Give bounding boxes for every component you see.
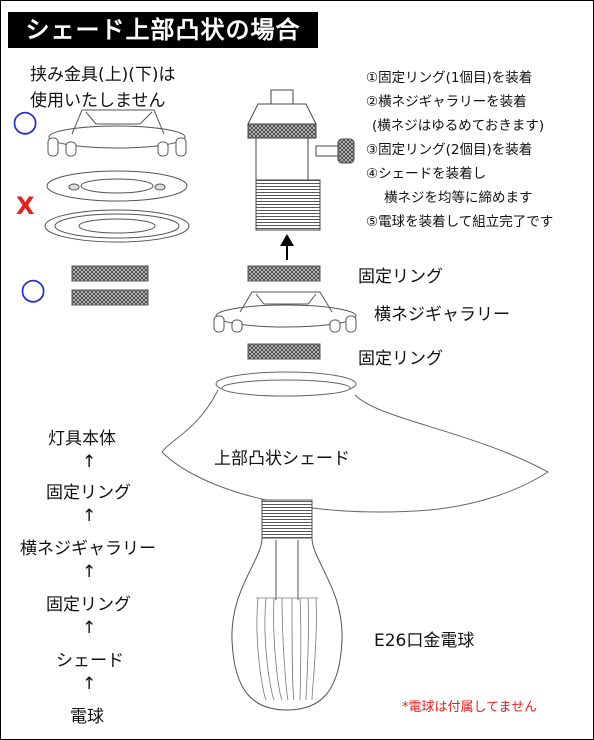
flow-arrow: ↑: [82, 674, 97, 694]
ng-mark-rings: X: [16, 192, 35, 220]
fixing-ring-bottom-part: [247, 343, 321, 360]
label-bulb: E26口金電球: [374, 631, 475, 651]
ok-mark-fixing-rings: ○: [20, 272, 47, 307]
flow-item-shade: シェード: [56, 651, 124, 671]
flow-item-bulb: 電球: [70, 707, 104, 727]
step-4-note: 横ネジを均等に締めます: [384, 190, 533, 206]
unused-clamp-ring-upper: [46, 170, 188, 202]
up-arrow: [280, 234, 294, 260]
flow-item-gallery: 横ネジギャラリー: [20, 539, 156, 559]
step-4: ④シェードを装着し: [366, 166, 487, 182]
unused-ring-sample-2: [71, 289, 149, 306]
label-gallery: 横ネジギャラリー: [374, 305, 510, 325]
diagram-title: シェード上部凸状の場合: [25, 16, 301, 44]
step-1: ①固定リング(1個目)を装着: [366, 70, 533, 86]
step-2-note: (横ネジはゆるめておきます): [372, 118, 545, 134]
flow-item-ring-2: 固定リング: [46, 595, 131, 615]
title-background: [8, 12, 318, 48]
step-3: ③固定リング(2個目)を装着: [366, 142, 533, 158]
clamp-note-line-1: 挟み金具(上)(下)は: [30, 65, 176, 85]
flow-arrow: ↑: [82, 562, 97, 582]
flow-arrow: ↑: [82, 506, 97, 526]
ok-mark-clamp: ○: [12, 104, 39, 139]
flow-item-body: 灯具本体: [48, 429, 116, 449]
bulb-part: [231, 499, 343, 711]
unused-clamp-gallery: [47, 109, 187, 157]
step-2: ②横ネジギャラリーを装着: [366, 94, 527, 110]
unused-clamp-ring-lower: [44, 209, 190, 243]
clamp-note-line-2: 使用いたしません: [30, 91, 166, 111]
flow-arrow: ↑: [82, 618, 97, 638]
fixing-ring-top-part: [247, 265, 321, 282]
step-5: ⑤電球を装着して組立完了です: [366, 214, 554, 230]
flow-item-ring-1: 固定リング: [46, 483, 131, 503]
bulb-not-included-note: *電球は付属してません: [402, 700, 538, 715]
flow-arrow: ↑: [82, 452, 97, 472]
label-fixing-ring-top: 固定リング: [358, 267, 443, 287]
shade-part: [161, 371, 549, 513]
socket-body: [247, 89, 355, 231]
label-shade: 上部凸状シェード: [214, 449, 350, 469]
gallery-part: [213, 291, 357, 333]
unused-ring-sample-1: [71, 265, 149, 282]
label-fixing-ring-bottom: 固定リング: [358, 349, 443, 369]
